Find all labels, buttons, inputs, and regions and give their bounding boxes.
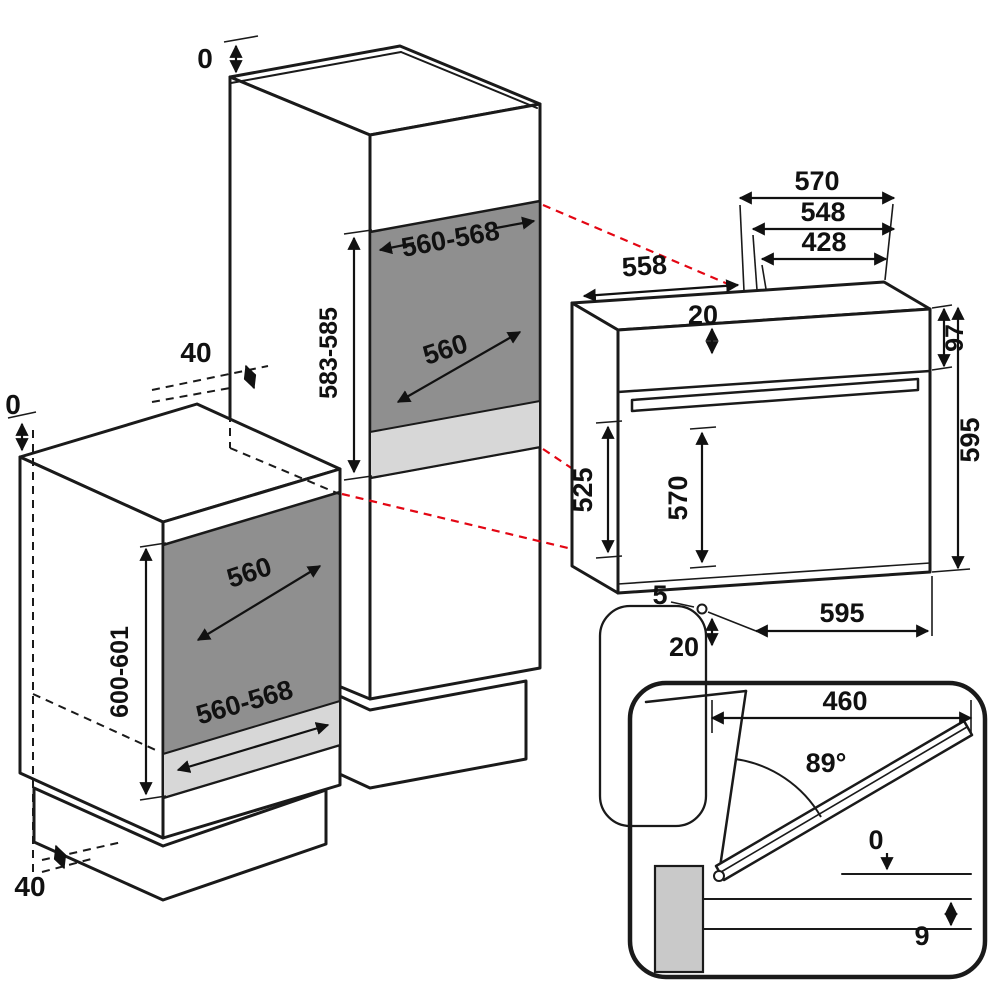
dim-oven-door-height: 570 [663,475,693,520]
dim-tall-niche-height: 583-585 [315,307,343,399]
dim-oven-front-gap: 5 [652,580,667,610]
cabinet-panel-section [653,864,705,974]
oven-bottom-section-line [644,689,748,704]
oven-door-bottom-line [617,562,931,585]
niche-depth-arrow [196,565,322,641]
door-detail: 89° 460 0 9 [598,604,988,980]
dim-base-top-gap: 0 [5,389,21,420]
dim-tall-top-gap: 0 [197,43,213,74]
dim-base-bottom-gap: 40 [14,871,45,902]
extension-line [931,304,953,309]
oven [570,280,932,595]
niche-width-arrow-left [378,241,415,255]
base-cabinet [18,402,342,902]
dim-oven-depth-rear: 428 [801,227,846,257]
dim-door-open-depth: 460 [822,686,867,716]
projection-line-top [542,203,729,286]
dim-base-niche-height: 600-601 [106,626,134,718]
top-panel-edge-line [230,51,402,84]
dim-oven-depth-body: 548 [800,197,845,227]
niche-height-tick [343,229,373,235]
door-height-tick [689,565,717,569]
niche-depth-arrow [396,331,522,403]
dim-oven-top-setback: 20 [688,300,718,330]
oven-control-panel-line [616,369,932,394]
extension-line [752,234,758,291]
rear-gap-arrow [243,364,257,390]
cavity-height-tick [595,555,623,559]
dim-door-flush-gap: 0 [868,825,883,855]
bottom-gap-reference-dashed [41,857,96,873]
oven-left-face [570,301,620,595]
base-cabinet-left-face [18,455,165,840]
projection-line-bottom [341,492,569,550]
tall-cabinet-niche-floor [369,400,541,479]
dim-oven-width: 595 [819,598,864,628]
extension-line [707,611,757,632]
tall-cabinet-top-edge-detail [230,51,538,109]
front-gap-leader [670,601,695,608]
bottom-gap-arrow [53,844,67,870]
open-door-inner-line [720,726,968,873]
dim-oven-depth-with-door: 570 [794,166,839,196]
extension-line [931,366,953,371]
dim-door-plinth-recess: 9 [914,921,929,951]
dim-tall-rear-gap: 40 [180,337,211,368]
dim-oven-top-width: 558 [621,249,668,282]
dim-oven-cavity-height: 525 [568,467,598,512]
rear-gap-reference-dashed [151,387,231,403]
door-hinge [713,870,725,882]
dim-oven-bottom-clearance: 20 [669,632,699,662]
hidden-floor-edge-dashed [32,693,161,753]
oven-door-handle [630,377,920,413]
hidden-cabinet-edge-dashed [229,447,345,497]
door-height-tick [689,426,717,430]
top-gap-tick [223,35,259,43]
extension-line [739,204,745,292]
top-panel-edge-line [400,51,538,109]
dim-oven-height: 595 [955,417,985,462]
door-angle-arc [734,758,822,818]
extension-line [884,203,894,281]
top-gap-tick [7,411,37,419]
top-width-arrow [582,279,740,302]
extension-line [931,568,971,573]
cavity-height-tick [595,420,623,424]
niche-width-arrow [176,722,330,773]
oven-front-face [616,307,932,595]
dim-door-angle: 89° [806,748,847,778]
detail-callout-frame [598,604,708,828]
dim-oven-fascia-height: 97 [941,324,969,352]
niche-height-tick [139,542,167,548]
front-gap-marker [696,603,708,615]
niche-width-arrow-right [495,216,536,230]
extension-line [761,264,767,290]
niche-height-tick [139,795,167,801]
niche-height-tick [343,475,373,481]
oven-dimensions: 570 548 428 558 20 97 595 525 570 595 [568,166,985,662]
